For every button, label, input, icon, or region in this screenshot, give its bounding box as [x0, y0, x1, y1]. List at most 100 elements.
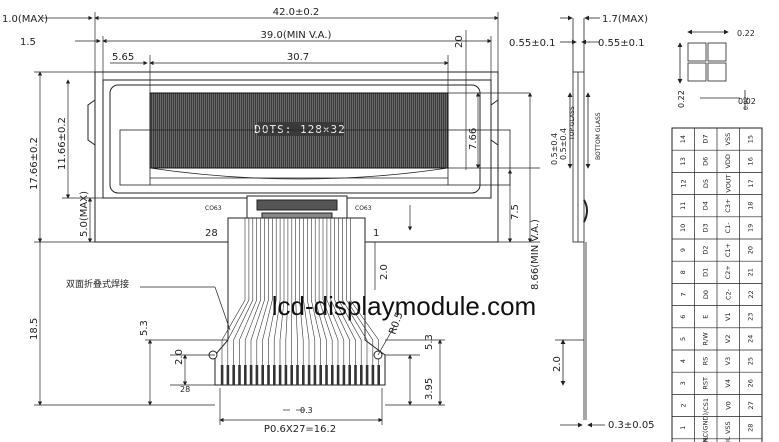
bottom-glass-label: BOTTOM GLASS	[595, 112, 602, 160]
fpc-pad	[307, 365, 311, 385]
symbol-header: SYMBOL	[724, 436, 732, 442]
pin-number: 28	[747, 424, 755, 432]
dim-fpc-mid: 2.0	[379, 264, 390, 280]
fpc-pad	[261, 365, 264, 385]
pin-number: 5	[679, 337, 687, 341]
fpc-pad	[290, 365, 293, 385]
pin-number: 22	[747, 290, 755, 298]
pin-number: 9	[679, 248, 687, 252]
pixel-detail	[677, 29, 746, 110]
pin-number: 12	[679, 179, 687, 187]
pin-number: 14	[679, 135, 687, 143]
dim-gap-a: 0.5±0.4	[550, 133, 559, 165]
dim-outline-height: 17.66±0.2	[29, 137, 40, 190]
dim-fpc-thickness: 0.3±0.05	[608, 420, 655, 431]
fpc-trace	[273, 218, 281, 365]
pin-number: 23	[747, 313, 755, 321]
fpc-trace	[334, 218, 356, 365]
dim-gap-b: 0.5±0.4	[559, 128, 568, 160]
pixel-size-b: 0.22	[677, 90, 686, 108]
fpc-pad	[360, 365, 363, 385]
fpc-pad	[354, 365, 357, 385]
fpc-trace	[303, 218, 310, 365]
pin-symbol: E	[702, 315, 710, 319]
pin-symbol: V4	[724, 379, 732, 388]
pin-symbol: C2-	[724, 288, 732, 300]
dim-va-width: 39.0(MIN V.A.)	[261, 30, 332, 41]
fpc-pad	[226, 365, 230, 385]
pin-number: 20	[747, 246, 755, 254]
pin-number: 10	[679, 224, 687, 232]
top-glass-label: TOP GLASS	[569, 106, 576, 141]
dim-pitch: P0.6X27=16.2	[264, 424, 336, 435]
pin-symbol: NC(GND)	[702, 413, 710, 442]
pin-symbol: C1+	[724, 243, 732, 257]
pin-symbol: C2+	[724, 265, 732, 279]
pin-symbol: D5	[702, 179, 710, 188]
fpc-trace	[307, 218, 316, 365]
dim-fpc-width-b: 2.0	[174, 349, 185, 365]
fpc-cable	[208, 217, 386, 386]
fpc-trace	[227, 218, 250, 365]
pin-symbol: R/W	[702, 332, 710, 346]
pin-symbol: RS	[702, 357, 710, 366]
dim-tab-height: 5.0(MAX)	[79, 191, 90, 237]
side-view	[555, 15, 605, 428]
fpc-trace	[346, 218, 374, 365]
dim-fpc-end: 3.95	[424, 378, 435, 400]
fpc-trace	[314, 218, 327, 365]
dim-va-height-b: 8.66(MIN V.A.)	[530, 219, 541, 290]
fpc-pad	[371, 365, 375, 385]
dim-side-fpc-mid: 2.0	[552, 356, 563, 372]
pin-number: 1	[679, 426, 687, 430]
pin-number: 6	[679, 315, 687, 319]
pin-symbol: V3	[724, 357, 732, 366]
dim-glass-a: 0.55±0.1	[509, 38, 556, 49]
dim-edge-offset: 1.5	[20, 37, 36, 48]
pin-number: 17	[747, 179, 755, 187]
pad-28-label: 28	[180, 385, 190, 394]
dim-aa-height: 7.66	[468, 128, 479, 150]
symbol-header: SYMBOL	[702, 436, 710, 442]
pin-number: 25	[747, 357, 755, 365]
pin-number: 11	[679, 202, 687, 210]
pin-first-label: 1	[373, 228, 379, 239]
watermark: lcd-displaymodule.com	[272, 291, 536, 321]
dim-right-offset: 20	[454, 35, 465, 48]
pin-number: 27	[747, 401, 755, 409]
fpc-trace	[233, 218, 254, 365]
fpc-pad	[220, 365, 224, 385]
fpc-trace	[342, 218, 368, 365]
pin-symbol: C3+	[724, 199, 732, 213]
fpc-pad	[342, 365, 346, 385]
fpc-pad	[348, 365, 351, 385]
svg-text:CO63: CO63	[205, 205, 222, 212]
pin-number: 24	[747, 335, 755, 343]
fpc-trace	[221, 218, 246, 365]
fpc-trace	[285, 218, 289, 365]
pin-symbol: V2	[724, 335, 732, 344]
pin-number: 7	[679, 292, 687, 296]
fpc-trace	[299, 218, 304, 365]
fpc-trace	[268, 218, 277, 365]
pin-symbol: VSS	[724, 133, 732, 146]
fpc-trace	[330, 218, 350, 365]
pin-number: 13	[679, 157, 687, 165]
fpc-trace	[326, 218, 345, 365]
dim-fpc-gap: 5.3	[424, 334, 435, 350]
fpc-pad	[325, 365, 328, 385]
fpc-trace	[322, 218, 339, 365]
fpc-trace	[244, 218, 261, 365]
fpc-pad	[238, 365, 241, 385]
fpc-trace	[318, 218, 333, 365]
fpc-pad	[331, 365, 334, 385]
fpc-trace	[279, 218, 285, 365]
pixel-gap: 0.02	[738, 97, 756, 106]
pin-number: 16	[747, 157, 755, 165]
fpc-pad	[273, 365, 276, 385]
pin-symbol: D2	[702, 246, 710, 255]
fpc-pad	[284, 365, 288, 385]
pin-symbol: D6	[702, 157, 710, 166]
